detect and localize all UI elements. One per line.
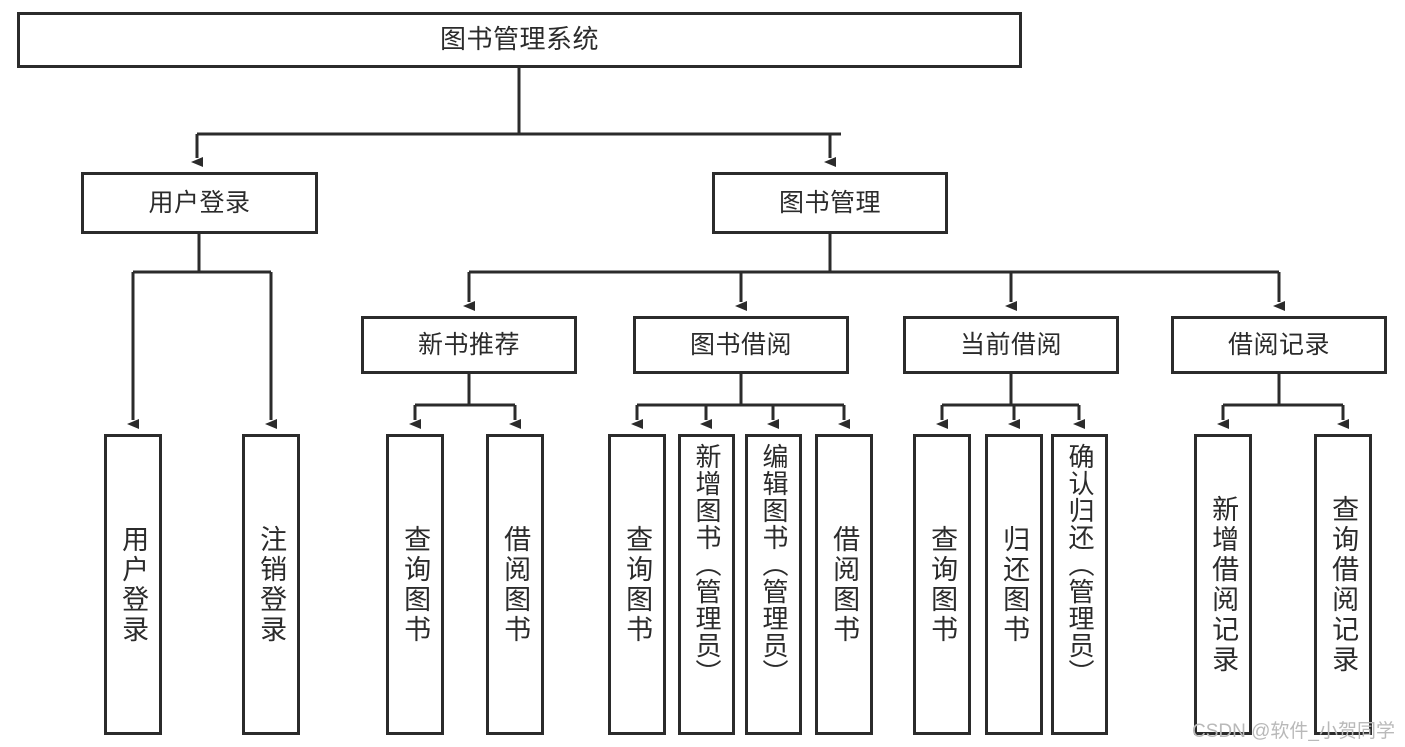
node-leaf-confirm-return-label: 确认归还（管理员） — [1065, 443, 1096, 686]
node-leaf-query-book-2-label: 查询图书 — [622, 524, 653, 645]
node-leaf-edit-book-label: 编辑图书（管理员） — [759, 443, 790, 686]
node-leaf-query-book-3-label: 查询图书 — [927, 524, 958, 645]
node-leaf-confirm-return[interactable]: 确认归还（管理员） — [1051, 434, 1108, 735]
node-leaf-borrow-book-2[interactable]: 借阅图书 — [815, 434, 873, 735]
node-leaf-user-login-label: 用户登录 — [118, 524, 149, 645]
node-book-borrow-label: 图书借阅 — [689, 330, 792, 359]
node-borrow-record-label: 借阅记录 — [1227, 330, 1330, 359]
node-root[interactable]: 图书管理系统 — [17, 12, 1022, 68]
node-leaf-borrow-book-1[interactable]: 借阅图书 — [486, 434, 544, 735]
node-borrow-record[interactable]: 借阅记录 — [1171, 316, 1387, 374]
node-leaf-add-record[interactable]: 新增借阅记录 — [1194, 434, 1252, 735]
node-leaf-return-book[interactable]: 归还图书 — [985, 434, 1043, 735]
node-leaf-edit-book[interactable]: 编辑图书（管理员） — [745, 434, 802, 735]
node-leaf-borrow-book-1-label: 借阅图书 — [500, 524, 531, 645]
node-leaf-add-record-label: 新增借阅记录 — [1208, 494, 1239, 675]
node-current-borrow-label: 当前借阅 — [959, 330, 1062, 359]
node-leaf-query-book-1[interactable]: 查询图书 — [386, 434, 444, 735]
node-book-borrow[interactable]: 图书借阅 — [633, 316, 849, 374]
node-leaf-query-record[interactable]: 查询借阅记录 — [1314, 434, 1372, 735]
node-leaf-user-logout-label: 注销登录 — [256, 524, 287, 645]
node-root-label: 图书管理系统 — [439, 24, 599, 55]
node-new-book-rec-label: 新书推荐 — [417, 330, 520, 359]
node-book-manage[interactable]: 图书管理 — [712, 172, 948, 234]
node-leaf-borrow-book-2-label: 借阅图书 — [829, 524, 860, 645]
node-leaf-query-record-label: 查询借阅记录 — [1328, 494, 1359, 675]
node-leaf-add-book-label: 新增图书（管理员） — [692, 443, 723, 686]
node-leaf-return-book-label: 归还图书 — [999, 524, 1030, 645]
node-user-login-label: 用户登录 — [148, 188, 251, 217]
node-leaf-query-book-2[interactable]: 查询图书 — [608, 434, 666, 735]
node-leaf-query-book-3[interactable]: 查询图书 — [913, 434, 971, 735]
node-leaf-user-login[interactable]: 用户登录 — [104, 434, 162, 735]
watermark: CSDN @软件_小贺同学 — [1192, 721, 1395, 742]
node-leaf-query-book-1-label: 查询图书 — [400, 524, 431, 645]
node-current-borrow[interactable]: 当前借阅 — [903, 316, 1119, 374]
node-new-book-rec[interactable]: 新书推荐 — [361, 316, 577, 374]
node-book-manage-label: 图书管理 — [778, 188, 881, 217]
node-user-login[interactable]: 用户登录 — [81, 172, 318, 234]
node-leaf-user-logout[interactable]: 注销登录 — [242, 434, 300, 735]
node-leaf-add-book[interactable]: 新增图书（管理员） — [678, 434, 735, 735]
